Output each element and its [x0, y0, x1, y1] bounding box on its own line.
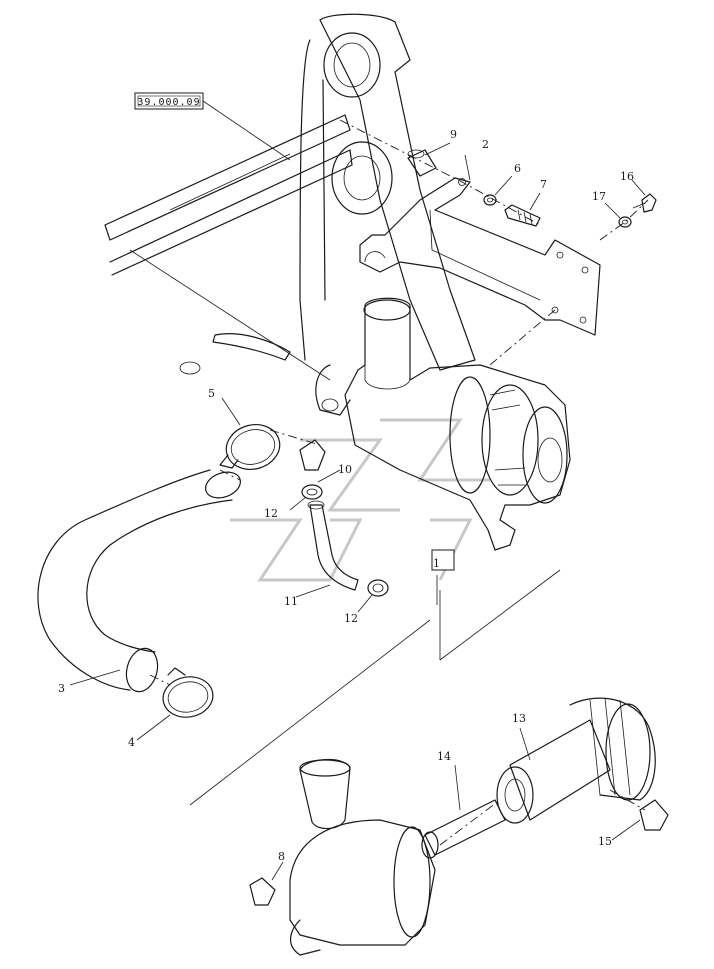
small-clamp-lower [367, 579, 389, 597]
callout-12-upper: 12 [264, 507, 278, 520]
baseline-lines [189, 569, 561, 806]
callout-4: 4 [128, 736, 135, 749]
callout-8: 8 [278, 850, 285, 863]
callout-17: 17 [592, 190, 606, 203]
callout-7: 7 [540, 178, 547, 191]
hose-clamp-upper [219, 424, 281, 470]
callout-1: 1 [433, 557, 440, 570]
callout-3: 3 [58, 682, 65, 695]
part-box [431, 549, 455, 660]
spacer [407, 149, 437, 177]
dust-valve [639, 799, 669, 831]
callout-15: 15 [598, 835, 612, 848]
primary-filter-element [496, 697, 656, 824]
safety-filter-element [421, 799, 506, 859]
assembly-lines [149, 119, 649, 846]
callout-12-lower: 12 [344, 612, 358, 625]
bolt-small [632, 193, 657, 213]
callout-13: 13 [512, 712, 526, 725]
callout-10: 10 [338, 463, 352, 476]
watermark-logo [230, 418, 490, 582]
air-filter-housing [315, 297, 571, 551]
callout-labels: 1 2 3 4 5 6 7 8 9 10 11 12 12 13 14 15 1… [58, 128, 634, 863]
callout-2: 2 [482, 138, 489, 151]
chassis-frame [104, 13, 476, 381]
callout-leaders [69, 142, 646, 881]
mounting-bracket [359, 177, 601, 336]
callout-14: 14 [437, 750, 451, 763]
lower-housing [289, 758, 436, 956]
callout-16: 16 [620, 170, 634, 183]
callout-11: 11 [284, 595, 298, 608]
bolt [504, 204, 541, 227]
unloader-valve [299, 439, 326, 471]
reference-label: 39.000.09 [134, 92, 291, 161]
small-clamp-upper [301, 484, 323, 500]
hose-clamp-lower [162, 667, 214, 718]
drain-cap [249, 877, 276, 906]
callout-6: 6 [514, 162, 521, 175]
intake-hose [37, 469, 242, 693]
callout-9: 9 [450, 128, 457, 141]
washer-small [618, 216, 632, 228]
washer [483, 194, 497, 206]
callout-5: 5 [208, 387, 215, 400]
reference-label-text: 39.000.09 [137, 97, 200, 108]
small-hose [307, 500, 359, 591]
